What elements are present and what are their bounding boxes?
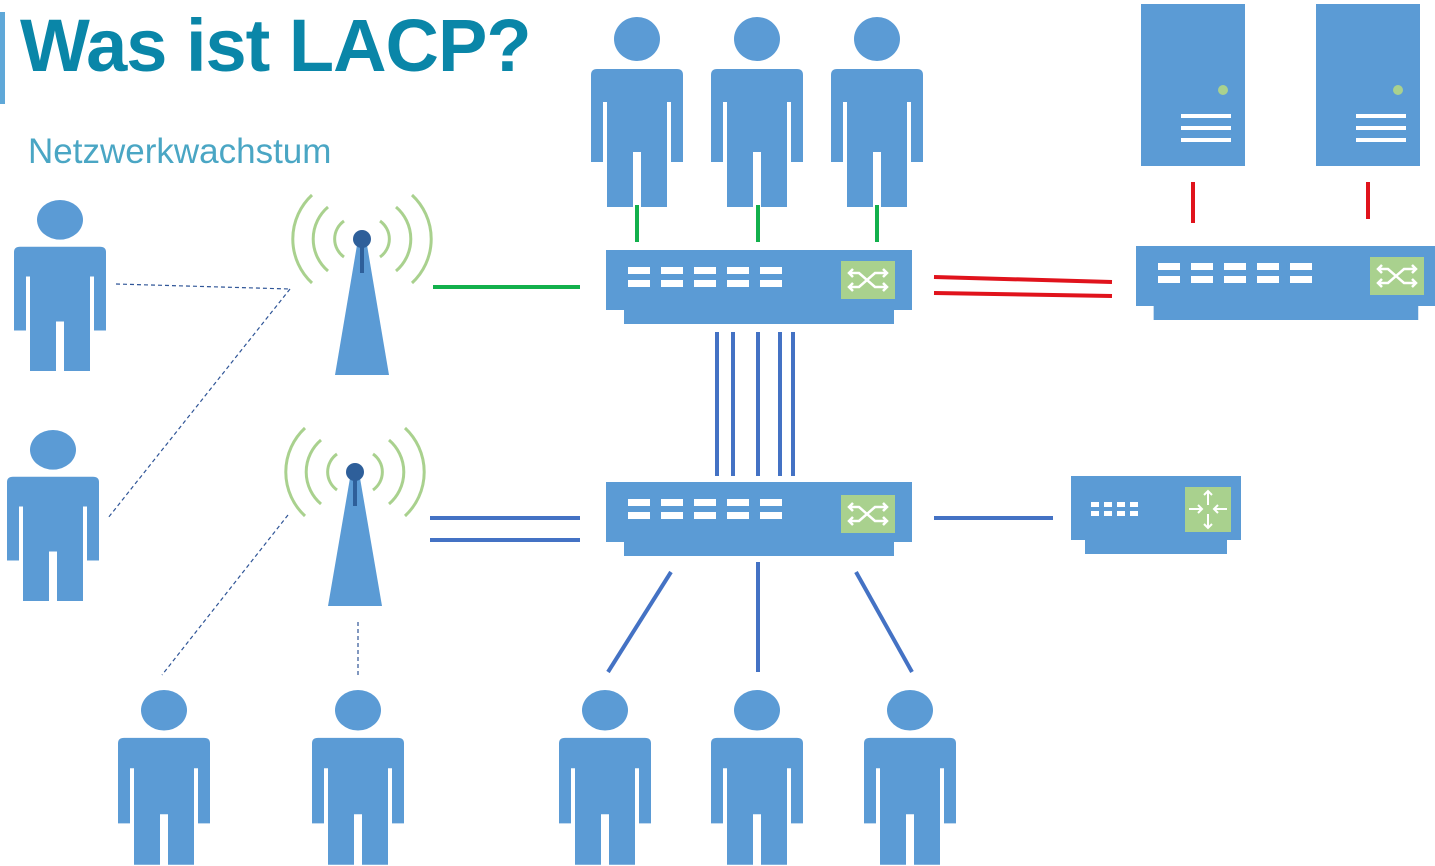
wireless-access-point-icon (291, 193, 433, 375)
wireless-link (115, 283, 291, 290)
person-icon (831, 17, 923, 207)
wireless-link (107, 288, 291, 519)
title-accent-bar (0, 12, 5, 104)
person-icon (7, 430, 99, 601)
blue-links (430, 332, 1053, 674)
green-links (433, 205, 879, 289)
switch-trunk-red-2 (933, 291, 1113, 298)
person-icon (711, 17, 803, 207)
server-led (1393, 85, 1403, 95)
router-icon (1071, 476, 1241, 554)
wireless-links (107, 283, 359, 676)
person-icon (118, 690, 210, 865)
wireless-access-point-icon (284, 426, 426, 606)
slide-title: Was ist LACP? (20, 4, 532, 87)
network-switch-icon (606, 250, 912, 324)
red-links (933, 182, 1370, 298)
slide-subtitle: Netzwerkwachstum (28, 132, 332, 171)
person-icon (559, 690, 651, 865)
person-icon (312, 690, 404, 865)
network-switch-icon (1136, 246, 1435, 320)
wireless-link (161, 514, 289, 676)
network-switch-icon (606, 482, 912, 556)
person-icon (591, 17, 683, 207)
person-icon (864, 690, 956, 865)
downlink-person-bottom-5 (854, 571, 914, 673)
switch-trunk-red-1 (933, 275, 1113, 284)
server-led (1218, 85, 1228, 95)
person-icon (14, 200, 106, 371)
downlink-person-bottom-3 (606, 570, 673, 674)
person-icon (711, 690, 803, 865)
